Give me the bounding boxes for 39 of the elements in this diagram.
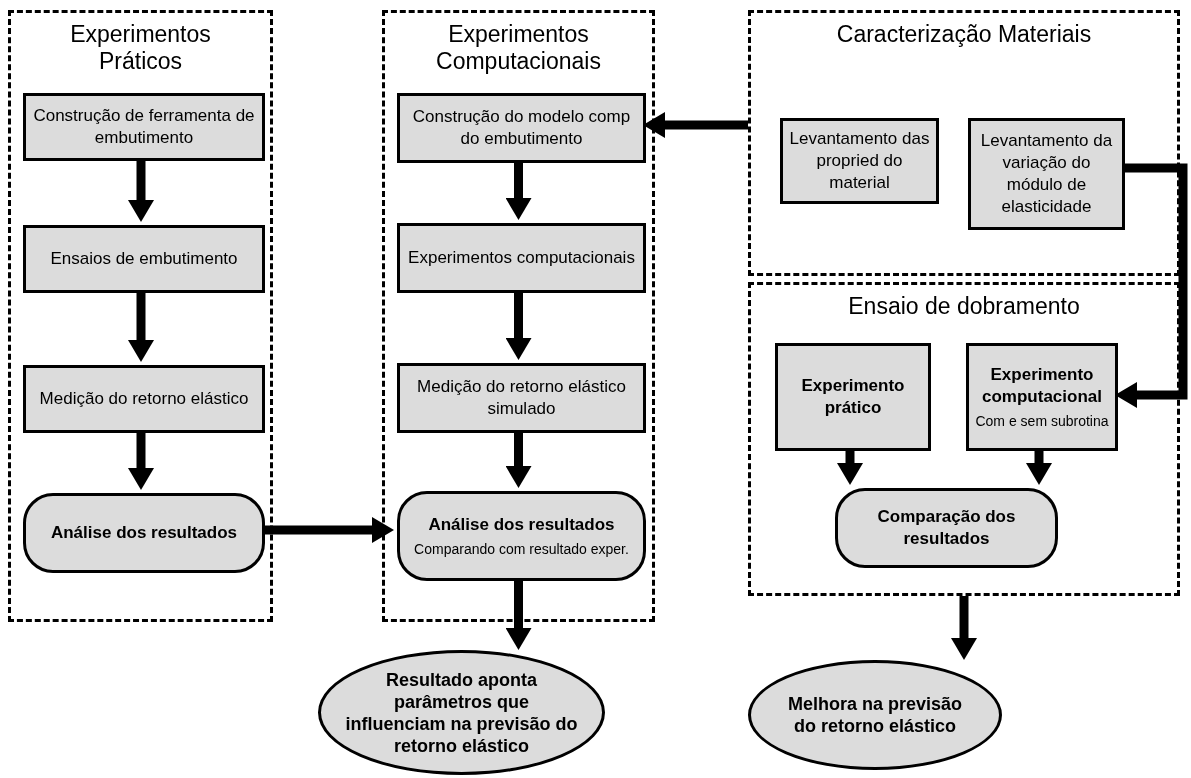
group-panel bbox=[8, 10, 273, 622]
node-sublabel: Com e sem subrotina bbox=[975, 412, 1109, 430]
arrow bbox=[951, 596, 977, 660]
node-label: Experimentos computacionais bbox=[408, 247, 635, 269]
node-label: Levantamento da variação do módulo de elasticidade bbox=[979, 130, 1114, 218]
node-label: Ensaios de embutimento bbox=[50, 248, 238, 270]
node-label: Resultado aponta parâmetros que influenciam na previsão do retorno elástico bbox=[345, 668, 578, 757]
process-box bbox=[780, 118, 939, 204]
node-label: Medição do retorno elástico bbox=[39, 388, 249, 410]
process-box bbox=[775, 343, 931, 451]
group-title: Experimentos Computacionais bbox=[435, 21, 602, 75]
node-label: Levantamento das propried do material bbox=[788, 128, 931, 194]
group-panel bbox=[748, 282, 1180, 596]
process-box bbox=[23, 365, 265, 433]
process-box bbox=[966, 343, 1118, 451]
process-box bbox=[23, 93, 265, 161]
process-box bbox=[397, 223, 646, 293]
rounded-box bbox=[23, 493, 265, 573]
node-label: Experimento computacional bbox=[981, 364, 1103, 408]
group-panel bbox=[748, 10, 1180, 276]
process-box bbox=[397, 363, 646, 433]
group-title: Caracterização Materiais bbox=[835, 21, 1093, 48]
node-label: Experimento prático bbox=[800, 375, 906, 419]
process-box bbox=[23, 225, 265, 293]
node-label: Medição do retorno elástico simulado bbox=[416, 376, 627, 420]
group-title: Experimentos Práticos bbox=[69, 21, 212, 75]
node-sublabel: Comparando com resultado exper. bbox=[414, 540, 629, 558]
rounded-box bbox=[835, 488, 1058, 568]
group-title: Ensaio de dobramento bbox=[847, 293, 1081, 320]
group-panel bbox=[382, 10, 655, 622]
node-label: Melhora na previsão do retorno elástico bbox=[786, 693, 964, 737]
node-label: Análise dos resultados bbox=[428, 514, 615, 536]
node-label: Construção do modelo comp do embutimento bbox=[411, 106, 632, 150]
process-box bbox=[397, 93, 646, 163]
node-label: Comparação dos resultados bbox=[876, 506, 1017, 550]
node-label: Análise dos resultados bbox=[50, 522, 238, 544]
process-box bbox=[968, 118, 1125, 230]
rounded-box bbox=[397, 491, 646, 581]
node-label: Construção de ferramenta de embutimento bbox=[32, 105, 256, 149]
